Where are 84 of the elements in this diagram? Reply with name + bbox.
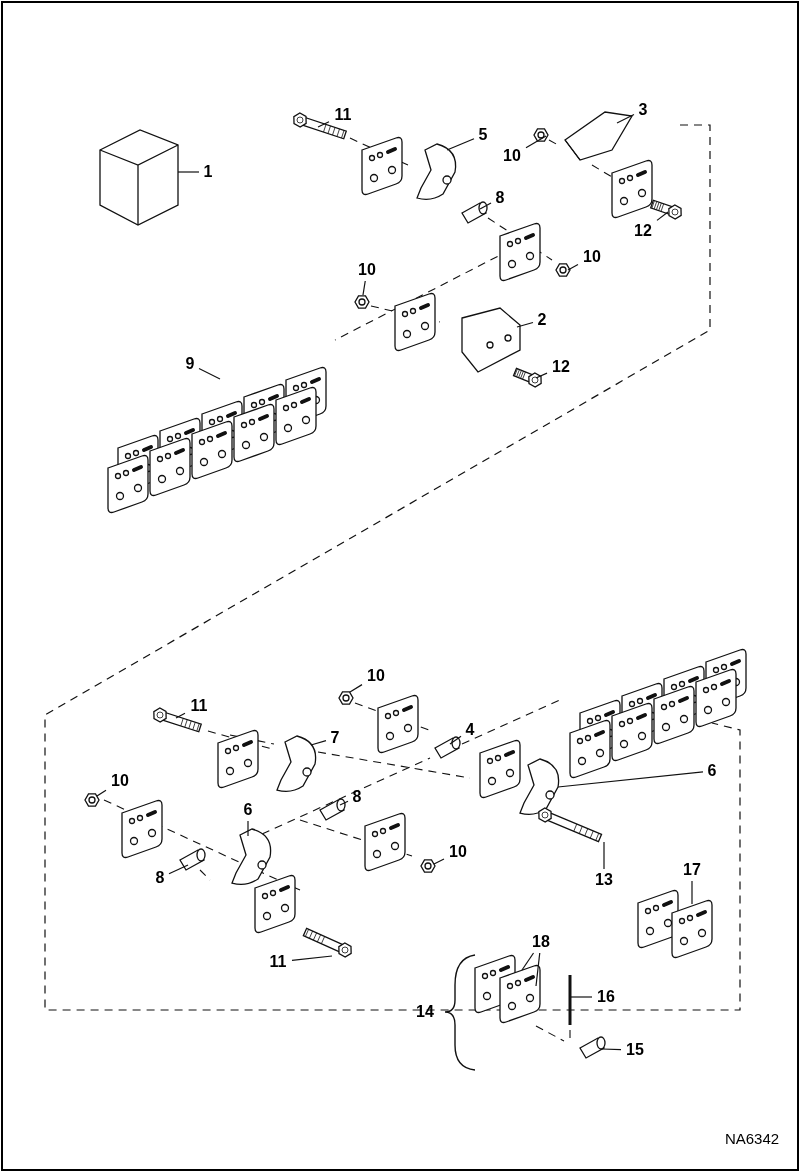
leader-line xyxy=(177,171,200,173)
nut-drawing xyxy=(420,859,436,873)
leader-line xyxy=(525,135,547,149)
link-plate-drawing xyxy=(499,964,541,1024)
callout-number: 18 xyxy=(532,934,550,950)
leader-line xyxy=(349,684,363,693)
nut-drawing xyxy=(354,295,370,309)
callout-number: 15 xyxy=(626,1042,644,1058)
leader-line xyxy=(656,211,669,221)
callout-number: 10 xyxy=(449,844,467,860)
pin-drawing xyxy=(568,975,572,1025)
callout-number: 9 xyxy=(185,356,195,372)
callout-number: 10 xyxy=(367,668,385,684)
lug-drawing xyxy=(276,735,317,792)
spacer-drawing xyxy=(434,736,461,759)
bolt-drawing xyxy=(512,367,542,388)
callout-number: 8 xyxy=(352,789,362,805)
leader-line xyxy=(567,263,579,271)
callout-number: 2 xyxy=(537,312,547,328)
callout-number: 12 xyxy=(552,359,570,375)
nut-drawing xyxy=(533,128,549,142)
leader-line xyxy=(557,771,704,788)
bolt-drawing xyxy=(302,927,352,958)
leader-line xyxy=(616,113,635,124)
leader-line xyxy=(516,321,534,328)
leader-line xyxy=(449,735,462,745)
bracket-drawing xyxy=(564,111,634,161)
leader-line xyxy=(569,996,593,998)
drawing-number: NA6342 xyxy=(724,1130,780,1146)
spacer-drawing xyxy=(319,798,346,821)
leader-line xyxy=(603,841,605,870)
callout-number: 10 xyxy=(358,262,376,278)
callout-number: 13 xyxy=(595,872,613,888)
callout-number: 17 xyxy=(683,862,701,878)
lug-drawing xyxy=(519,758,560,815)
leader-line xyxy=(291,955,333,962)
lug-drawing xyxy=(416,143,457,200)
leader-line xyxy=(601,1048,622,1051)
spacer-drawing xyxy=(461,201,488,224)
leader-line xyxy=(198,367,221,380)
callout-number: 6 xyxy=(707,763,717,779)
callout-number: 4 xyxy=(465,722,475,738)
leader-line xyxy=(175,712,186,719)
leader-line xyxy=(96,789,107,797)
callout-number: 14 xyxy=(416,1004,434,1020)
callout-number: 5 xyxy=(478,127,488,143)
callout-number: 7 xyxy=(330,730,340,746)
leader-line xyxy=(247,820,249,837)
callout-number: 11 xyxy=(190,698,208,714)
leader-line xyxy=(535,952,541,987)
leader-line xyxy=(433,858,445,865)
callout-number: 1 xyxy=(203,164,213,180)
leader-line xyxy=(310,740,327,746)
callout-number: 10 xyxy=(503,148,521,164)
leader-line xyxy=(521,952,535,971)
callout-number: 8 xyxy=(155,870,165,886)
bolt-drawing xyxy=(538,807,603,843)
leader-line xyxy=(317,121,330,128)
lug-drawing xyxy=(231,828,272,885)
spacer-drawing xyxy=(179,848,206,871)
bracket-drawing xyxy=(461,307,521,373)
leader-line xyxy=(691,880,693,905)
box-drawing xyxy=(99,129,179,226)
callout-number: 16 xyxy=(597,989,615,1005)
callout-number: 11 xyxy=(269,954,287,970)
callout-number: 3 xyxy=(638,102,648,118)
leader-line xyxy=(362,280,366,296)
nut-drawing xyxy=(338,691,354,705)
nut-drawing xyxy=(555,263,571,277)
chain-link-drawing xyxy=(637,889,713,959)
callout-number: 10 xyxy=(583,249,601,265)
callout-number: 8 xyxy=(495,190,505,206)
callout-number: 12 xyxy=(634,223,652,239)
callout-number: 6 xyxy=(243,802,253,818)
bolt-drawing xyxy=(649,199,682,220)
nut-drawing xyxy=(84,793,100,807)
leader-line xyxy=(446,138,475,151)
leader-line xyxy=(535,372,548,379)
leader-line xyxy=(339,800,349,806)
leader-line xyxy=(479,202,492,210)
callout-number: 10 xyxy=(111,773,129,789)
leader-line xyxy=(168,864,189,875)
pin-drawing xyxy=(579,1036,606,1059)
callout-number: 11 xyxy=(334,107,352,123)
